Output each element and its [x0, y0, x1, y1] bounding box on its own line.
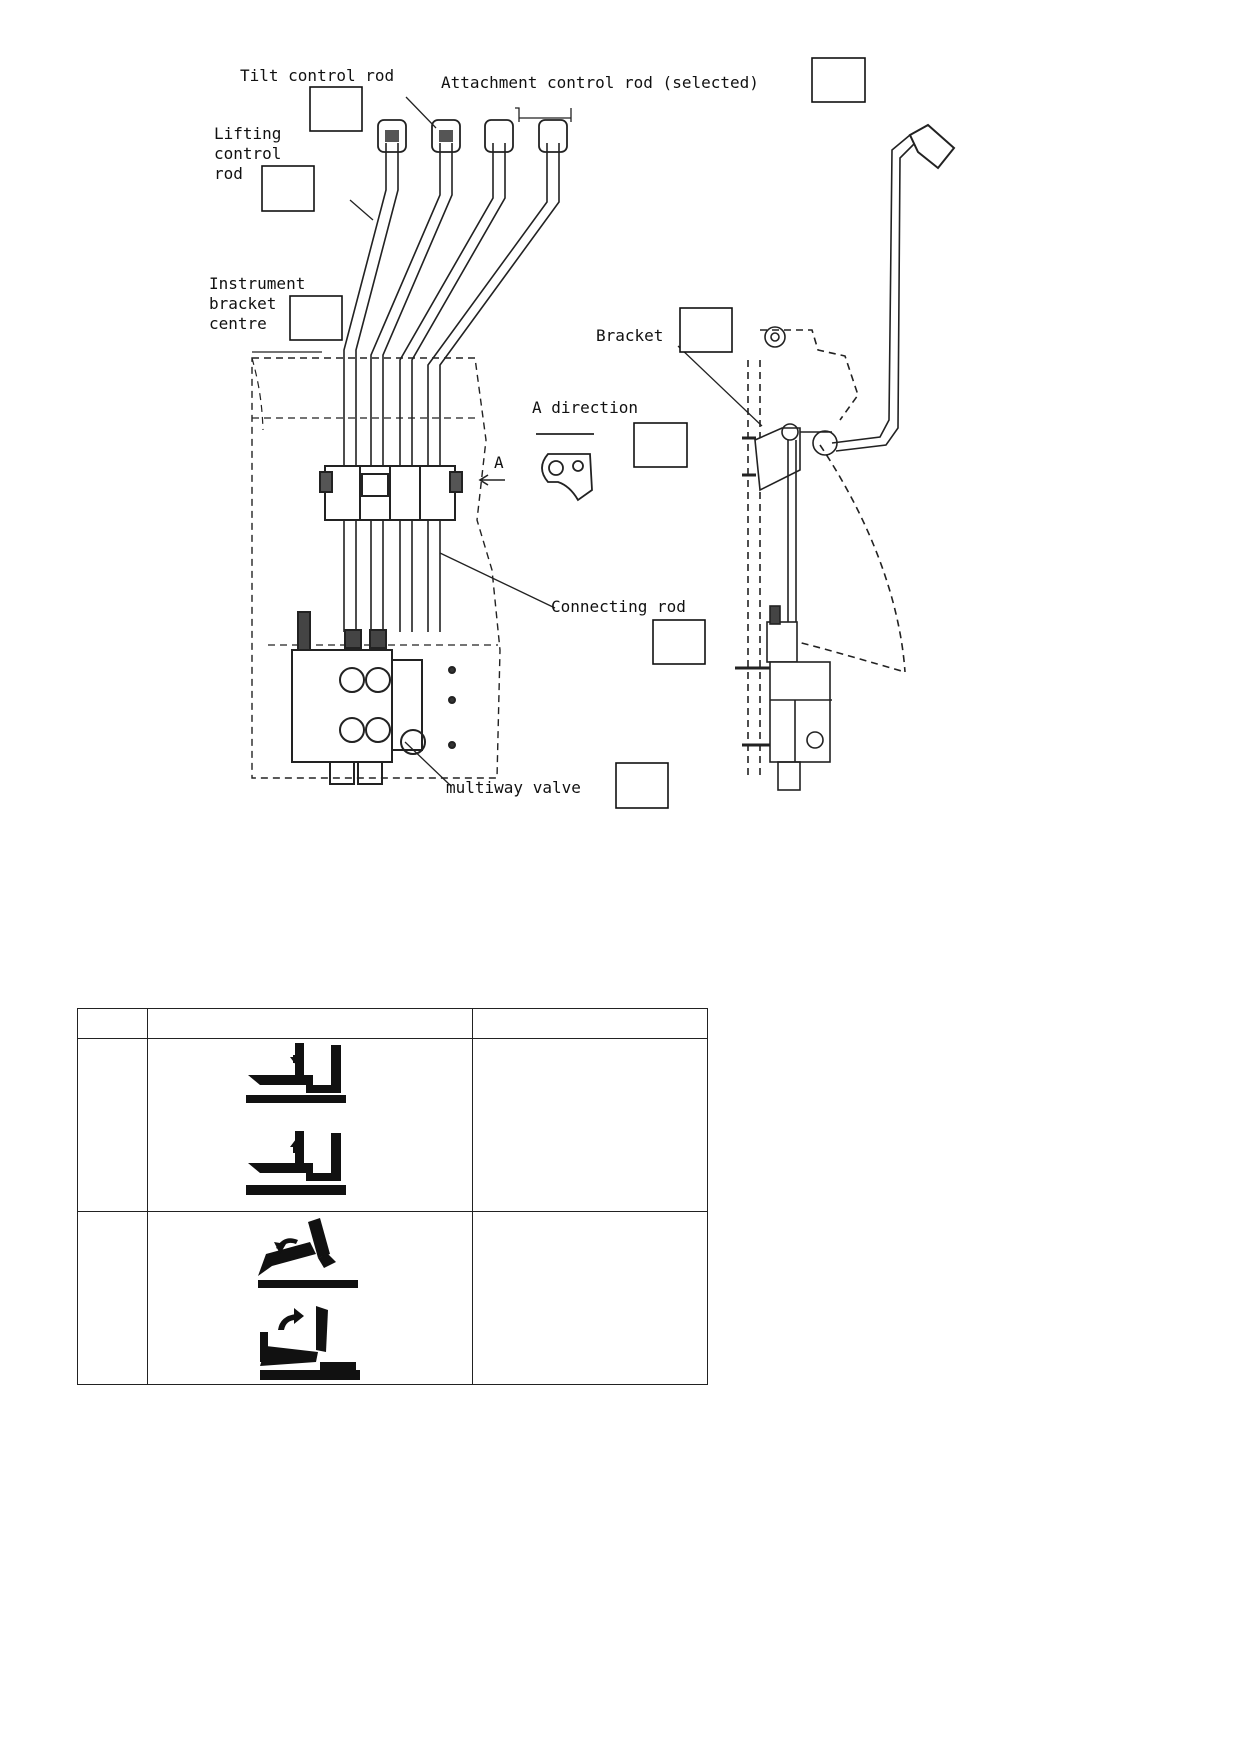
label-bracket: Bracket — [596, 326, 664, 345]
lift-up-icon — [246, 1131, 346, 1195]
a-direction-detail — [536, 433, 594, 502]
callout-box-multiway-valve — [615, 762, 669, 809]
table-cell-number — [77, 1038, 148, 1212]
label-instrument-line-3: centre — [209, 314, 267, 333]
tilt-backward-icon — [260, 1306, 360, 1380]
table-header-cell — [472, 1008, 708, 1039]
leader-lines — [252, 96, 763, 786]
label-instrument-line-2: bracket — [209, 294, 277, 313]
label-a-marker: A — [494, 453, 504, 472]
tilt-forward-icon — [258, 1218, 358, 1288]
lever-attachment-2 — [427, 143, 560, 632]
label-multiway-valve: multiway valve — [446, 778, 581, 797]
label-lifting-line-1: Lifting — [214, 124, 282, 143]
callout-boxes — [261, 57, 866, 809]
label-connecting-rod: Connecting rod — [551, 597, 686, 616]
callout-box-tilt — [309, 86, 363, 132]
a-direction-arrow — [478, 474, 505, 486]
callout-box-bracket — [679, 307, 733, 353]
side-view — [735, 123, 956, 791]
lift-down-icon — [246, 1043, 346, 1103]
callout-box-attachment — [811, 57, 866, 103]
label-lifting-line-3: rod — [214, 164, 243, 183]
control-linkage-diagram — [251, 57, 956, 809]
label-attachment-control-rod: Attachment control rod (selected) — [441, 73, 759, 92]
lever-knobs — [377, 119, 568, 153]
table-cell-number — [77, 1211, 148, 1385]
table-row — [77, 1211, 708, 1385]
label-lifting-control-rod: Lifting control rod — [214, 124, 281, 184]
label-instrument-bracket-centre: Instrument bracket centre — [209, 274, 305, 334]
lever-clamp-block — [319, 465, 463, 521]
table-cell-description — [472, 1038, 708, 1212]
operation-table — [77, 1008, 708, 1385]
table-cell-symbols — [147, 1038, 473, 1212]
callout-box-lifting — [261, 165, 315, 212]
bracket-outline-dashed — [251, 357, 501, 779]
label-tilt-control-rod: Tilt control rod — [240, 66, 395, 85]
label-a-direction: A direction — [532, 398, 638, 417]
multiway-valve-body — [291, 611, 456, 785]
lift-symbols — [246, 1043, 346, 1195]
label-lifting-line-2: control — [214, 144, 282, 163]
table-cell-description — [472, 1211, 708, 1385]
tilt-symbols — [258, 1218, 360, 1380]
label-instrument-line-1: Instrument — [209, 274, 306, 293]
table-cell-symbols — [147, 1211, 473, 1385]
callout-box-a-direction — [633, 422, 688, 468]
callout-box-instrument-bracket — [289, 295, 343, 341]
callout-box-connecting-rod — [652, 619, 706, 665]
table-header-row — [77, 1008, 708, 1039]
table-row — [77, 1038, 708, 1212]
table-header-cell — [77, 1008, 148, 1039]
table-header-cell — [147, 1008, 473, 1039]
